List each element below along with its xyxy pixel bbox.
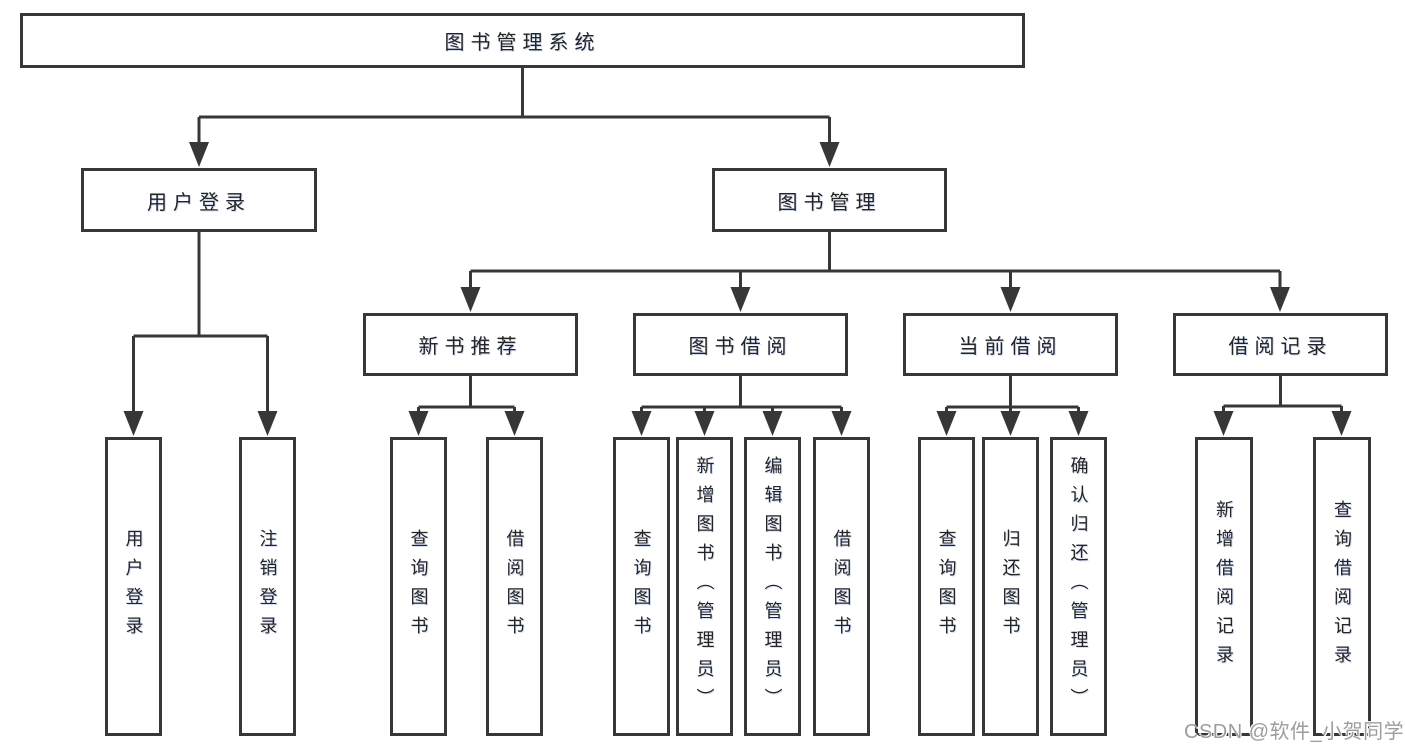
csdn-watermark: CSDN @软件_小贺同学	[1184, 721, 1405, 743]
node-new-book-recommend: 新书推荐	[363, 313, 578, 376]
node-leaf-borrow-books: 借阅图书	[813, 437, 870, 736]
node-leaf-borrow-books-recommend: 借阅图书	[486, 437, 543, 736]
node-leaf-user-login: 用户登录	[105, 437, 162, 736]
node-library-system: 图书管理系统	[20, 13, 1025, 68]
tree-edges	[132, 68, 1343, 413]
node-current-borrowing: 当前借阅	[903, 313, 1118, 376]
node-user-login: 用户登录	[81, 168, 317, 232]
node-book-borrowing: 图书借阅	[633, 313, 848, 376]
node-leaf-query-books-borrow: 查询图书	[613, 437, 670, 736]
node-leaf-edit-book-admin: 编辑图书（管理员）	[744, 437, 801, 736]
node-leaf-logout: 注销登录	[239, 437, 296, 736]
node-borrowing-records: 借阅记录	[1173, 313, 1388, 376]
node-leaf-query-books-recommend: 查询图书	[390, 437, 447, 736]
node-leaf-query-borrow-record: 查询借阅记录	[1313, 437, 1371, 736]
node-leaf-add-borrow-record: 新增借阅记录	[1195, 437, 1253, 736]
node-leaf-add-book-admin: 新增图书（管理员）	[676, 437, 733, 736]
node-leaf-confirm-return-admin: 确认归还（管理员）	[1050, 437, 1107, 736]
node-book-management: 图书管理	[712, 168, 947, 232]
node-leaf-query-books-current: 查询图书	[918, 437, 975, 736]
node-leaf-return-book: 归还图书	[982, 437, 1039, 736]
